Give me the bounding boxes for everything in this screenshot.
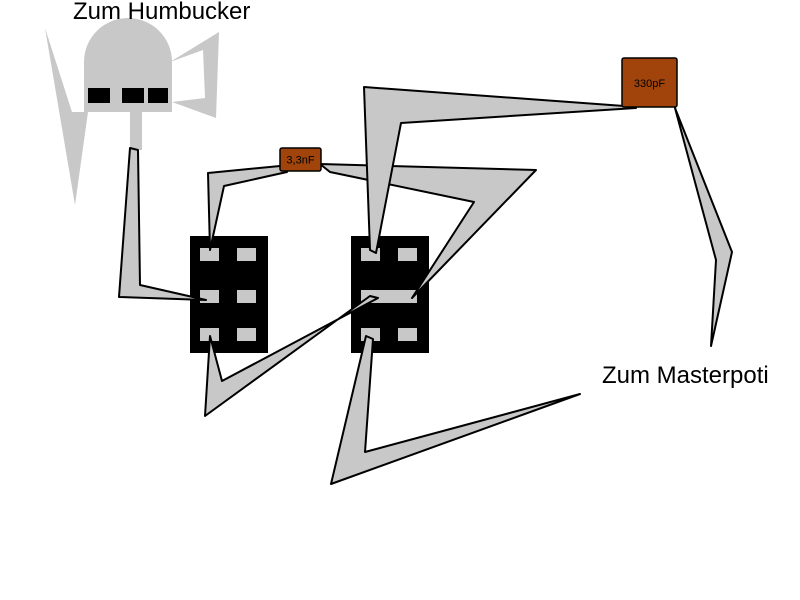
wires xyxy=(118,86,733,485)
wire-330pF-to-masterpoti xyxy=(674,107,733,347)
switch-left-lug xyxy=(200,328,219,341)
humbucker-connector xyxy=(45,18,219,205)
humbucker-pin xyxy=(122,88,144,103)
humbucker-left-lead xyxy=(45,28,88,205)
masterpoti-label: Zum Masterpoti xyxy=(602,362,769,389)
capacitor-330pf-label: 330pF xyxy=(634,78,665,90)
switch-right-lug xyxy=(398,248,417,261)
switch-left-lug xyxy=(200,248,219,261)
humbucker-pin xyxy=(148,88,168,103)
capacitor-3-3nf-label: 3,3nF xyxy=(286,155,314,167)
switch-right-lug xyxy=(398,328,417,341)
capacitor-330pf: 330pF xyxy=(621,57,678,108)
switch-left xyxy=(190,236,268,353)
switch-left-lug xyxy=(237,290,256,303)
switch-left-lug xyxy=(200,290,219,303)
wire-capacitor-to-right-switch xyxy=(319,163,537,299)
wire-left-switch-to-right-switch xyxy=(204,295,379,417)
capacitor-3-3nf: 3,3nF xyxy=(279,147,322,172)
wire-humbucker-to-left-switch xyxy=(118,147,207,301)
humbucker-label: Zum Humbucker xyxy=(73,0,250,25)
humbucker-pin xyxy=(88,88,110,103)
switch-left-lug xyxy=(237,328,256,341)
wire-right-switch-to-330pF xyxy=(363,86,637,254)
capacitor-3-3nf-body xyxy=(279,147,322,172)
switch-right xyxy=(351,236,429,353)
wire-right-switch-to-bottom xyxy=(330,335,581,485)
humbucker-right-lead xyxy=(170,32,219,118)
humbucker-neck xyxy=(130,110,142,150)
capacitor-330pf-body xyxy=(621,57,678,108)
switch-left-lug xyxy=(237,248,256,261)
